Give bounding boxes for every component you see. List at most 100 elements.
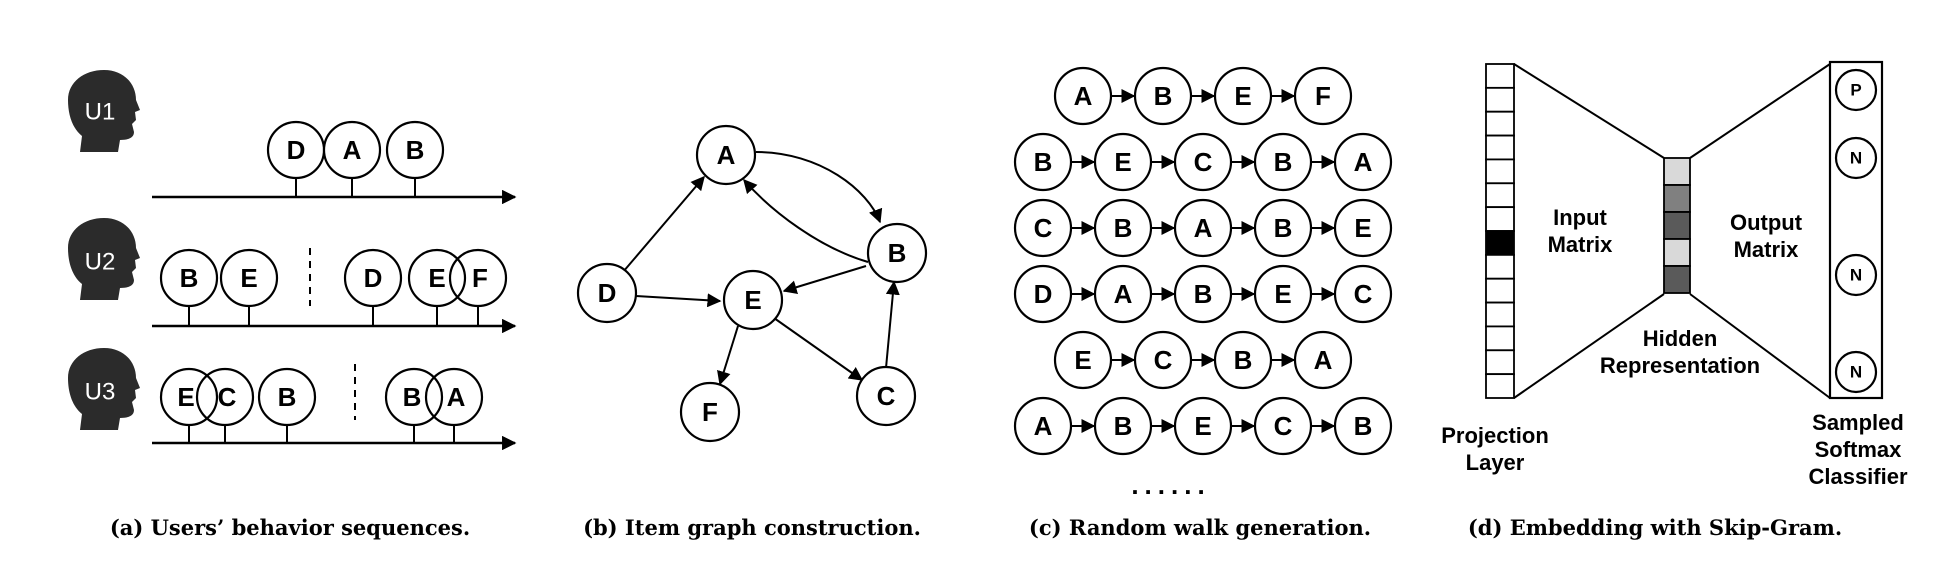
caption-a: (a) Users’ behavior sequences. — [110, 515, 470, 540]
walk-node-label: E — [1234, 81, 1251, 111]
sampled-softmax-label-line2: Softmax — [1815, 437, 1903, 462]
u1-item-a: A — [322, 120, 382, 197]
walk-node: C — [1333, 264, 1393, 324]
walk-node: B — [1093, 198, 1153, 258]
projection-cell — [1485, 206, 1515, 232]
walk-node: A — [1013, 396, 1073, 456]
projection-cell — [1485, 158, 1515, 185]
projection-layer-label-line1: Projection — [1441, 423, 1549, 448]
walk-node-label: E — [1114, 147, 1131, 177]
walk-node: B — [1013, 132, 1073, 192]
svg-text:B: B — [403, 382, 422, 412]
svg-text:A: A — [343, 135, 362, 165]
edge-d-e — [635, 293, 722, 308]
edge-e-f — [717, 325, 739, 386]
svg-text:D: D — [598, 278, 617, 308]
walk-node-label: E — [1194, 411, 1211, 441]
output-node-p: P — [1834, 68, 1878, 112]
hidden-representation-column — [1663, 157, 1691, 294]
walk-node-label: B — [1274, 213, 1293, 243]
walk-node-label: F — [1315, 81, 1331, 111]
ellipsis: ...... — [1131, 470, 1210, 500]
walk-node-label: B — [1034, 147, 1053, 177]
user-head-u2: U2 — [68, 218, 140, 300]
svg-text:P: P — [1850, 81, 1861, 100]
walk-node-label: B — [1354, 411, 1373, 441]
u2-item-e2: E — [407, 248, 467, 326]
input-matrix-label-line2: Matrix — [1548, 232, 1614, 257]
walk-node-label: A — [1194, 213, 1213, 243]
walk-node-label: B — [1154, 81, 1173, 111]
projection-cell — [1485, 349, 1515, 376]
svg-text:F: F — [702, 397, 718, 427]
projection-layer-column — [1485, 63, 1515, 399]
walk-node: E — [1213, 66, 1273, 126]
hidden-representation-label-line1: Hidden — [1643, 326, 1718, 351]
edge-c-b — [885, 280, 900, 369]
svg-text:A: A — [447, 382, 466, 412]
u3-item-c: C — [195, 367, 255, 443]
user-head-u3: U3 — [68, 348, 140, 430]
caption-d: (d) Embedding with Skip-Gram. — [1468, 515, 1842, 540]
walk-node-label: E — [1354, 213, 1371, 243]
output-node-n2: N — [1834, 253, 1878, 297]
walk-node: E — [1253, 264, 1313, 324]
svg-text:E: E — [428, 263, 445, 293]
graph-node-c: C — [855, 365, 917, 427]
walk-node: B — [1333, 396, 1393, 456]
u2-item-e: E — [219, 248, 279, 326]
output-node-n3: N — [1834, 350, 1878, 394]
output-node-n1: N — [1834, 136, 1878, 180]
u1-item-b: B — [385, 120, 445, 197]
walk-node: E — [1333, 198, 1393, 258]
walk-node: A — [1293, 330, 1353, 390]
hidden-cell — [1663, 184, 1691, 213]
svg-text:C: C — [218, 382, 237, 412]
edge-b-a — [743, 178, 869, 263]
walk-node-label: B — [1234, 345, 1253, 375]
walk-node-label: A — [1354, 147, 1373, 177]
svg-text:B: B — [406, 135, 425, 165]
svg-text:B: B — [180, 263, 199, 293]
svg-text:D: D — [287, 135, 306, 165]
walk-node-label: B — [1194, 279, 1213, 309]
sampled-softmax-label-line1: Sampled — [1812, 410, 1904, 435]
hidden-cell — [1663, 157, 1691, 186]
walk-node: A — [1053, 66, 1113, 126]
input-matrix-label-line1: Input — [1553, 205, 1607, 230]
walk-node-label: B — [1114, 411, 1133, 441]
u1-item-d: D — [266, 120, 326, 197]
walk-node: A — [1093, 264, 1153, 324]
u2-item-d: D — [343, 248, 403, 326]
walk-node: A — [1333, 132, 1393, 192]
projection-cell — [1485, 325, 1515, 352]
user-label: U2 — [85, 249, 116, 276]
walk-node-label: E — [1274, 279, 1291, 309]
projection-cell — [1485, 301, 1515, 328]
panel-a-user-sequences: U1 U2 U3 D A B — [68, 70, 517, 540]
graph-node-a: A — [695, 124, 757, 186]
walk-node: E — [1053, 330, 1113, 390]
walk-node-label: C — [1354, 279, 1373, 309]
walk-node-label: C — [1274, 411, 1293, 441]
svg-text:B: B — [278, 382, 297, 412]
output-matrix-label-line1: Output — [1730, 210, 1803, 235]
walk-node-label: A — [1034, 411, 1053, 441]
walk-node: C — [1253, 396, 1313, 456]
projection-cell — [1485, 182, 1515, 209]
graph-node-b: B — [866, 222, 928, 284]
panel-d-skip-gram: P N N N Input Matrix Output Matrix Hidde… — [1441, 60, 1908, 540]
svg-text:E: E — [744, 285, 761, 315]
walk-node-label: C — [1034, 213, 1053, 243]
svg-text:N: N — [1850, 149, 1862, 168]
svg-text:D: D — [364, 263, 383, 293]
hidden-representation-label-line2: Representation — [1600, 353, 1760, 378]
u3-item-a: A — [424, 367, 484, 443]
output-matrix-label-line2: Matrix — [1734, 237, 1800, 262]
head-silhouette-icon — [68, 70, 140, 152]
